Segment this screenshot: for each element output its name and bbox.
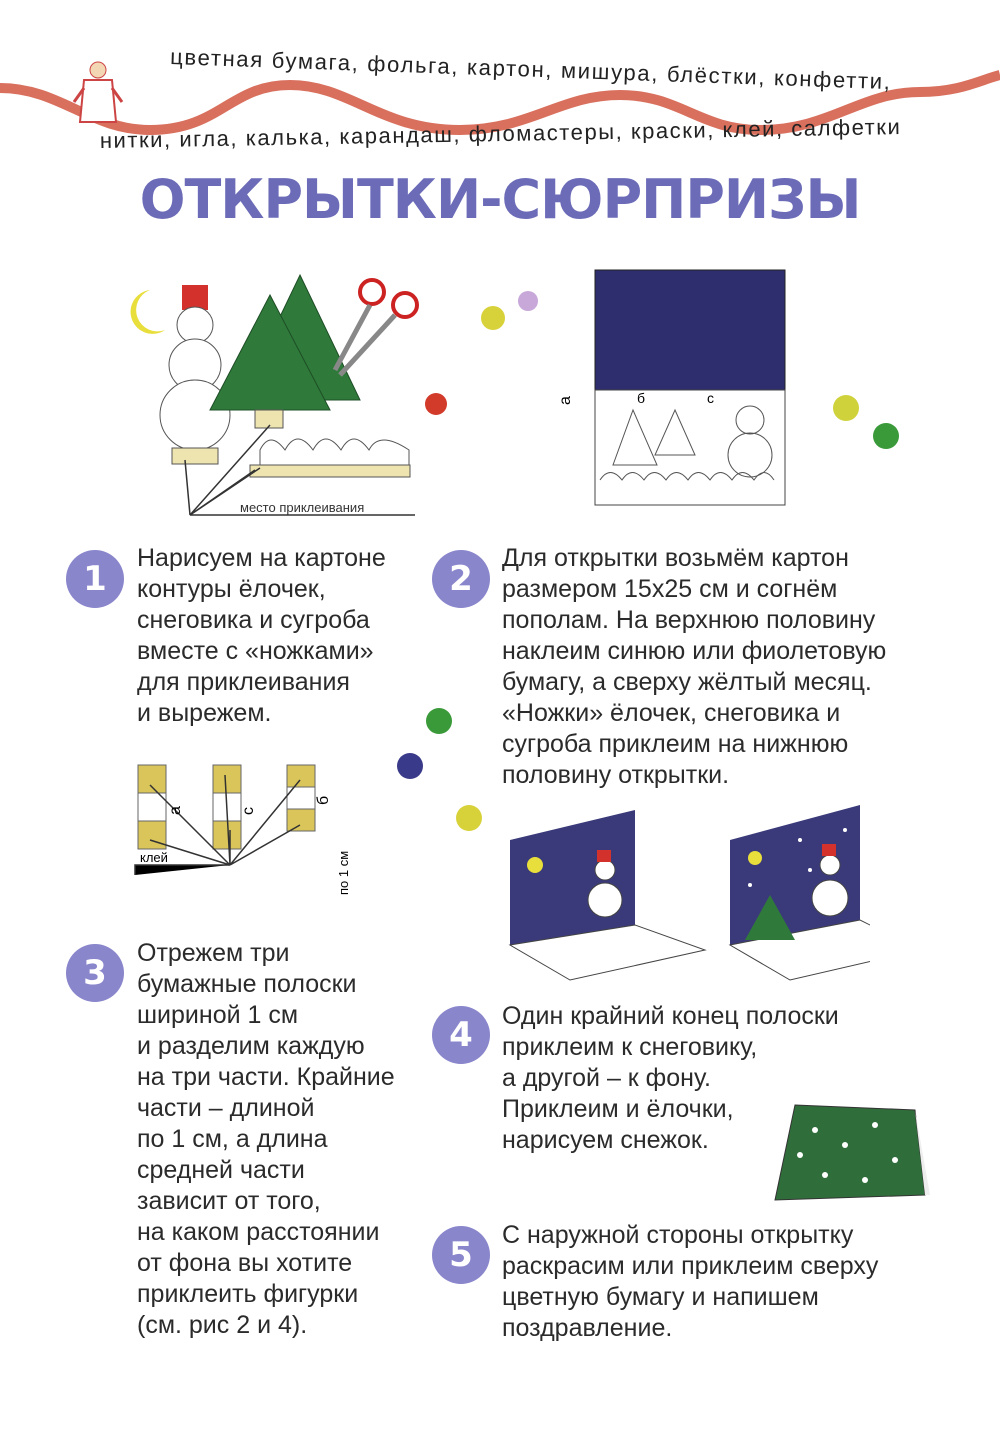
step-4-line: а другой – к фону.: [502, 1064, 711, 1092]
wave-ribbon: [0, 70, 1000, 136]
snowdrift-illustration: [249, 438, 411, 478]
step-2-line: размером 15х25 см и согнём: [502, 575, 838, 603]
step-3-line: и разделим каждую: [137, 1032, 365, 1060]
step-2-line: половину открытки.: [502, 761, 730, 789]
step-2-line: сугроба приклеим на нижнюю: [502, 730, 849, 758]
step-3-line: от фона вы хотите: [137, 1249, 353, 1277]
moon-icon: [130, 290, 165, 334]
fir-tree-illustration: [209, 273, 361, 429]
step-1-line: Нарисуем на картоне: [137, 544, 386, 572]
step-1-line: снеговика и сугроба: [137, 606, 370, 634]
dim-c-label: с: [707, 390, 714, 406]
step-3-line: по 1 см, а длина: [137, 1125, 328, 1153]
step-5-line: поздравление.: [502, 1314, 673, 1342]
figure-card-layout: а б с: [557, 269, 786, 506]
header-wave-decoration: цветная бумага, фольга, картон, мишура, …: [0, 44, 1000, 153]
step-1-line: и вырежем.: [137, 699, 272, 727]
dim-b-label: б: [637, 390, 645, 406]
step-1-line: вместе с «ножками»: [137, 637, 374, 665]
step-3-line: части – длиной: [137, 1094, 315, 1122]
step-5-line: С наружной стороны открытку: [502, 1221, 854, 1249]
step-2-line: бумагу, а сверху жёлтый месяц.: [502, 668, 872, 696]
popup-card-1: [508, 810, 707, 981]
scissors-icon: [332, 278, 419, 377]
strip-dim-a: а: [167, 806, 184, 815]
step-5-line: цветную бумагу и напишем: [502, 1283, 819, 1311]
step-1-line: контуры ёлочек,: [137, 575, 326, 603]
figure-finished-card: [774, 1104, 930, 1201]
step-2-line: Для открытки возьмём картон: [502, 544, 849, 572]
step-4-line: Приклеим и ёлочки,: [502, 1095, 734, 1123]
figure-popup-cards: [508, 805, 870, 981]
figure-paper-strips: а с б клей по 1 см: [134, 764, 351, 895]
step-3-line: шириной 1 см: [137, 1001, 299, 1029]
step-3-line: приклеить фигурки: [137, 1280, 359, 1308]
step-3-line: бумажные полоски: [137, 970, 357, 998]
step-3-line: на каком расстоянии: [137, 1218, 380, 1246]
materials-line-2: нитки, игла, калька, карандаш, фломастер…: [100, 114, 900, 153]
popup-card-2: [728, 805, 870, 981]
glue-label: клей: [140, 850, 168, 865]
snowman-illustration: [159, 285, 231, 465]
step-3-line: (см. рис 2 и 4).: [137, 1311, 308, 1339]
step-2-badge: 2: [432, 550, 490, 608]
step-4-badge: 4: [432, 1006, 490, 1064]
step-3-line: средней части: [137, 1156, 305, 1184]
step-1-badge: 1: [66, 550, 124, 608]
doll-icon: [72, 61, 124, 123]
step-3-line: зависит от того,: [137, 1187, 321, 1215]
step-3-badge: 3: [66, 944, 124, 1002]
step-1-line: для приклеивания: [137, 668, 350, 696]
figure-cutouts: место приклеивания: [130, 273, 419, 516]
step-2-line: наклеим синюю или фиолетовую: [502, 637, 887, 665]
glue-place-label: место приклеивания: [240, 500, 364, 515]
strip-dim-b: б: [315, 796, 332, 805]
step-4-line: нарисуем снежок.: [502, 1126, 709, 1154]
one-cm-label: по 1 см: [336, 851, 351, 895]
page-title: ОТКРЫТКИ-СЮРПРИЗЫ: [139, 168, 862, 231]
step-2-line: пополам. На верхнюю половину: [502, 606, 876, 634]
step-3-line: Отрежем три: [137, 939, 290, 967]
dim-a-label: а: [557, 396, 574, 405]
glue-arrows: [184, 424, 415, 516]
step-2-line: «Ножки» ёлочек, снеговика и: [502, 699, 841, 727]
step-5-line: раскрасим или приклеим сверху: [502, 1252, 879, 1280]
strip-dim-c: с: [240, 807, 257, 815]
step-4-line: приклеим к снеговику,: [502, 1033, 758, 1061]
step-5-badge: 5: [432, 1226, 490, 1284]
step-3-line: на три части. Крайние: [137, 1063, 395, 1091]
step-4-line: Один крайний конец полоски: [502, 1002, 839, 1030]
